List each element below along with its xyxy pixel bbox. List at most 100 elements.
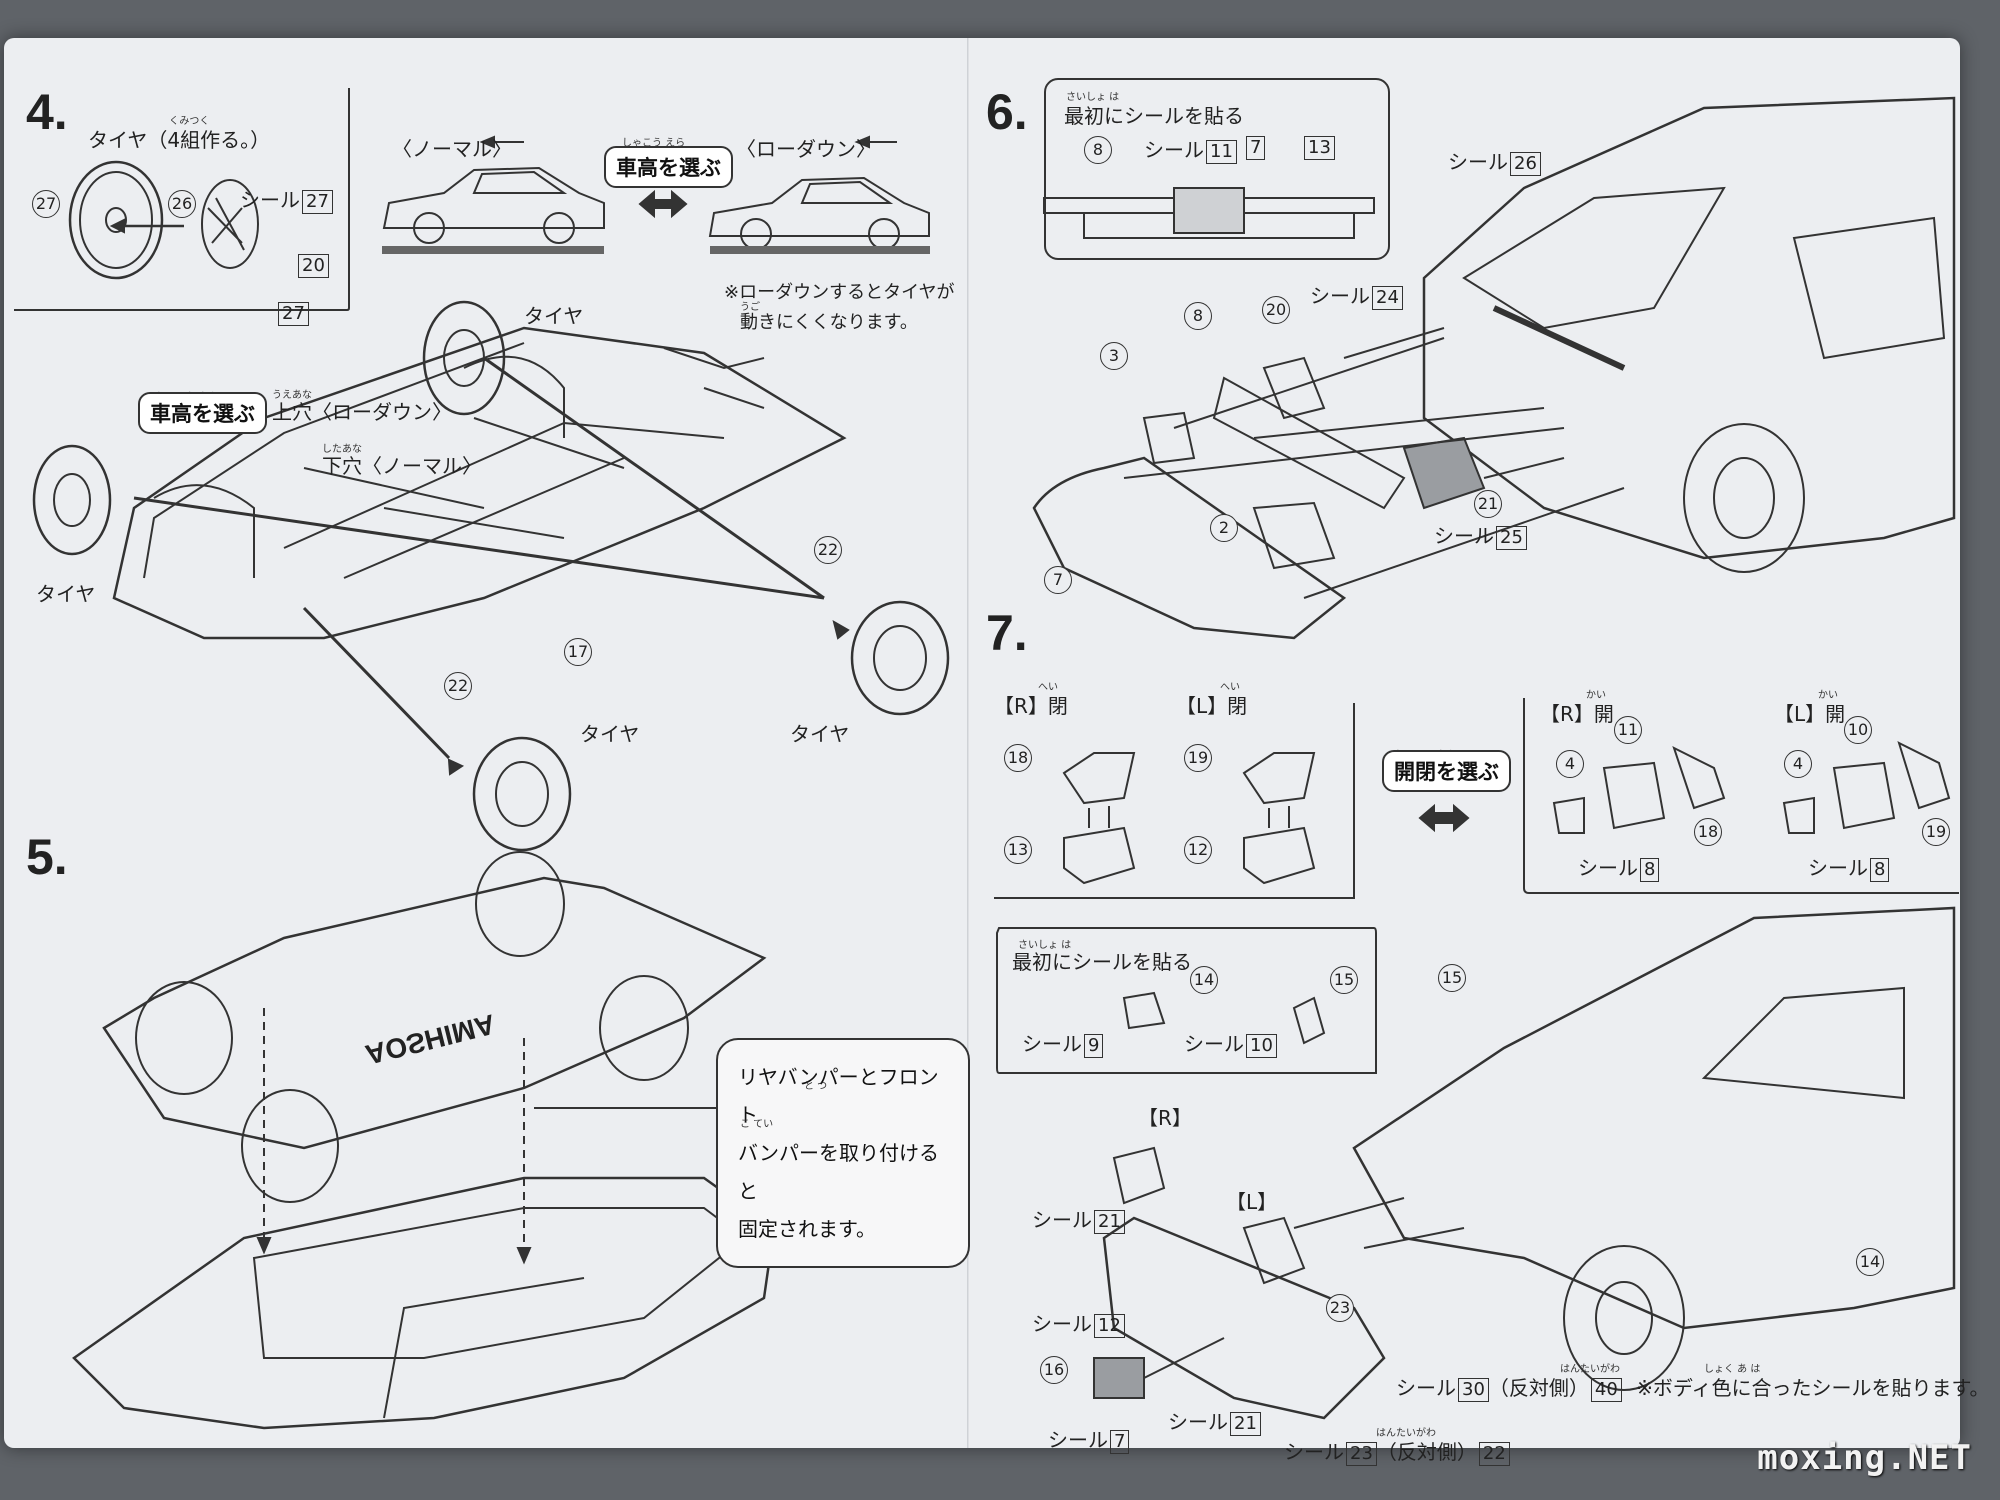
front-axle: [133, 496, 825, 600]
step-4-title-ruby: くみつく: [169, 116, 210, 127]
watermark: moxing.NET: [1757, 1438, 1972, 1478]
seal-27b-box: 27: [278, 302, 309, 326]
part-12: 12: [1184, 836, 1212, 864]
normal-car-drawing: [382, 166, 605, 254]
tire-bottom: [472, 736, 572, 852]
tire-top: [422, 300, 506, 416]
part-11: 11: [1614, 716, 1642, 744]
rear-car-drawing: [1422, 96, 1956, 573]
step-5-callout: リヤバンパーとフロント バンパーを取り付けると 固定されます。: [716, 1038, 970, 1268]
step-6-number: 6.: [986, 84, 1028, 140]
seal-12-box: 12: [1094, 1314, 1125, 1338]
seal-9-box: 9: [1084, 1034, 1104, 1058]
part-3: 3: [1100, 342, 1128, 370]
seal-7-box: 7: [1246, 136, 1266, 160]
tire-label-right: タイヤ: [790, 722, 850, 746]
l-closed-label: 【L】閉: [1176, 694, 1248, 718]
tire-right: [850, 600, 950, 716]
opposite-side-30: （反対側）: [1488, 1376, 1589, 1400]
seal-7-bottom-box: 7: [1110, 1430, 1130, 1454]
step-6-first-seal-ruby: さいしょ は: [1066, 92, 1120, 103]
r-closed-label: 【R】閉: [994, 694, 1068, 718]
seal-20-label: 20: [296, 252, 329, 278]
line-art: [14, 88, 1959, 1430]
seal-21-bottom-box: 21: [1230, 1412, 1261, 1436]
headlight-open-l: [1782, 741, 1951, 834]
part-7: 7: [1044, 566, 1072, 594]
seal-24-box: 24: [1372, 286, 1403, 310]
step-4-title: タイヤ（4組作る。）: [88, 128, 271, 152]
tire-left: [32, 444, 112, 556]
seal-13-label: 13: [1302, 134, 1335, 160]
r-closed-ruby: へい: [1038, 682, 1058, 693]
step-6-first-seal: 最初にシールを貼る: [1064, 104, 1244, 128]
part-23: 23: [1326, 1294, 1354, 1322]
seal-26-box: 26: [1510, 152, 1541, 176]
seal-25-box: 25: [1496, 526, 1527, 550]
seal-10-box: 10: [1246, 1034, 1277, 1058]
l-open-label: 【L】開: [1774, 702, 1846, 726]
step-4-number: 4.: [26, 84, 68, 140]
lower-hole-label: 下穴〈ノーマル〉: [322, 454, 482, 478]
underbody-drawing: [102, 851, 767, 1203]
lowdown-label: 〈ローダウン〉: [736, 137, 876, 161]
tire-label-left: タイヤ: [36, 582, 96, 606]
normal-label: 〈ノーマル〉: [392, 137, 512, 161]
part-4-r: 4: [1556, 750, 1584, 778]
part-17: 17: [564, 638, 592, 666]
part-14-car: 14: [1856, 1248, 1884, 1276]
step-5-number: 5.: [26, 829, 68, 885]
part-16: 16: [1040, 1356, 1068, 1384]
seal-8-r-box: 8: [1640, 858, 1660, 882]
select-open-close-badge: 開閉を選ぶ: [1382, 750, 1511, 792]
seal-23-box: 23: [1346, 1442, 1377, 1466]
r-open-label: 【R】開: [1540, 702, 1614, 726]
part-21: 21: [1474, 490, 1502, 518]
part-18: 18: [1004, 744, 1032, 772]
part-15-car: 15: [1438, 964, 1466, 992]
step-7-first-seal: 最初にシールを貼る: [1012, 950, 1192, 974]
part-8-bumper: 8: [1184, 302, 1212, 330]
part-10: 10: [1844, 716, 1872, 744]
seal-40-box: 40: [1590, 1378, 1622, 1402]
headlight-open-r: [1552, 746, 1726, 834]
part-19: 19: [1184, 744, 1212, 772]
select-height-badge: 車高を選ぶ: [604, 146, 733, 188]
seal-11-box: 11: [1206, 140, 1237, 164]
part-26: 26: [168, 190, 196, 218]
part-8-top: 8: [1084, 136, 1112, 164]
r-open-ruby: かい: [1586, 690, 1606, 701]
callout-line-1: リヤバンパーとフロント: [738, 1065, 939, 1127]
callout-line-2: バンパーを取り付けると: [738, 1141, 939, 1203]
l-label: 【L】: [1226, 1190, 1278, 1214]
lowdown-car-drawing: [708, 176, 930, 254]
body-shell-drawing: [72, 1176, 776, 1430]
body-color-ruby: しょく あ は: [1704, 1364, 1761, 1375]
part-22-upper: 22: [814, 536, 842, 564]
seal-20-box: 20: [298, 254, 329, 278]
seal-21-top-box: 21: [1094, 1210, 1125, 1234]
lowdown-note-1: ※ローダウンするとタイヤが: [724, 282, 955, 303]
tire-label-bottom: タイヤ: [580, 722, 640, 746]
select-height-badge-2: 車高を選ぶ: [138, 392, 267, 434]
part-4-l: 4: [1784, 750, 1812, 778]
swap-arrows: [638, 189, 688, 219]
callout-ruby-1: と つ: [804, 1081, 828, 1092]
upper-hole-label: 上穴〈ローダウン〉: [272, 400, 452, 424]
headlight-closed-l: [1242, 752, 1316, 885]
headlight-closed-r: [1062, 752, 1136, 885]
rear-bumper-parts: [1032, 356, 1486, 640]
part-19-open: 19: [1922, 818, 1950, 846]
seal-30-box: 30: [1458, 1378, 1489, 1402]
rear-axle: [302, 606, 451, 760]
part-20: 20: [1262, 296, 1290, 324]
